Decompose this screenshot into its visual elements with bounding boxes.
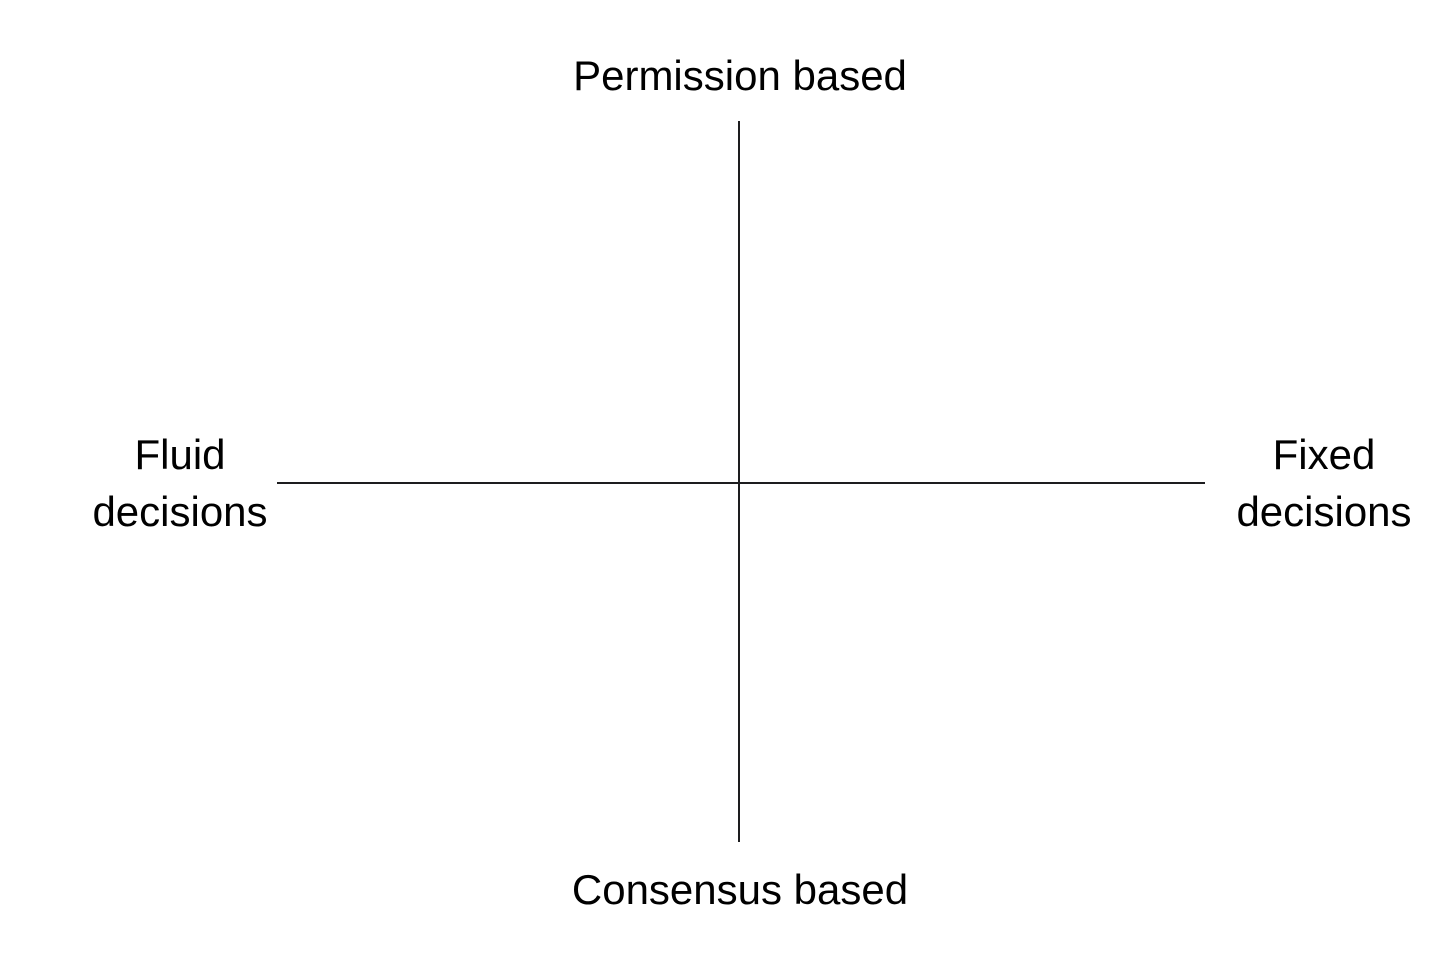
horizontal-axis-line <box>277 482 1205 484</box>
axis-label-left: Fluid decisions <box>92 426 267 540</box>
axis-label-right-line2: decisions <box>1236 488 1412 535</box>
axis-label-right: Fixed decisions <box>1236 426 1411 540</box>
axis-label-left-line1: Fluid <box>134 430 226 478</box>
vertical-axis-line <box>738 121 740 842</box>
axis-label-left-line2: decisions <box>92 488 268 535</box>
axis-label-right-line1: Fixed <box>1272 430 1376 478</box>
axis-label-top: Permission based <box>573 52 907 99</box>
axis-label-bottom: Consensus based <box>571 866 909 913</box>
